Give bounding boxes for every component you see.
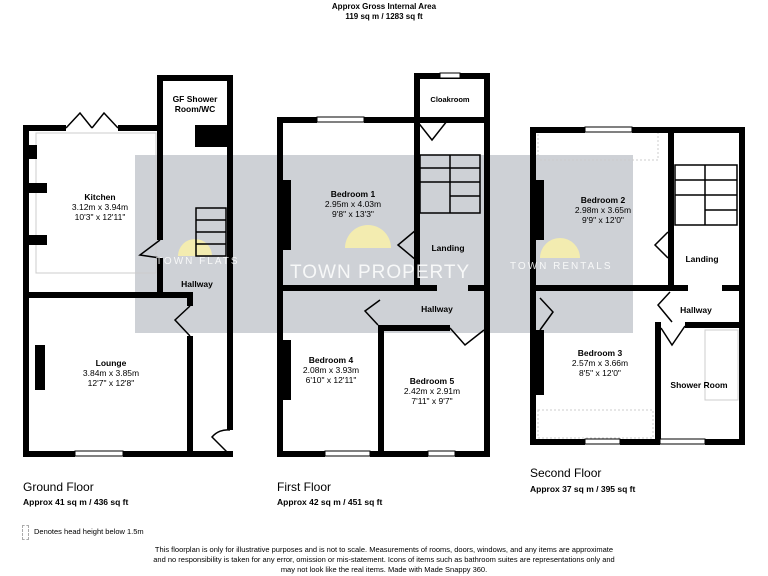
stairs — [195, 154, 738, 257]
walls — [23, 73, 745, 457]
window — [74, 72, 706, 457]
room-landing: Landing — [431, 243, 465, 253]
room-cloakroom: Cloakroom — [430, 95, 470, 104]
room-hallway-first: Hallway — [421, 304, 453, 314]
gross-area-value: 119 sq m / 1283 sq ft — [345, 12, 423, 21]
watermark-town-property: TOWN PROPERTY — [290, 262, 471, 283]
legend-swatch — [22, 525, 29, 540]
floor-title-first: First Floor — [277, 480, 331, 494]
door — [65, 111, 686, 456]
kitchen-worktop — [35, 132, 157, 274]
floor-area-ground: Approx 41 sq m / 436 sq ft — [23, 497, 129, 507]
floor-area-first: Approx 42 sq m / 451 sq ft — [277, 497, 383, 507]
room-gf-shower: GF Shower Room/WC — [172, 94, 218, 114]
room-landing-second: Landing — [685, 254, 719, 264]
room-shower-room: Shower Room — [670, 380, 728, 390]
legend-text: Denotes head height below 1.5m — [34, 527, 144, 536]
watermark-town-flats: TOWN FLATS — [156, 256, 240, 267]
floor-title-second: Second Floor — [530, 466, 602, 480]
watermark-town-rentals: TOWN RENTALS — [510, 261, 613, 272]
bath-icon — [704, 329, 739, 401]
low-headroom-area — [537, 409, 654, 439]
floor-area-second: Approx 37 sq m / 395 sq ft — [530, 484, 636, 494]
room-hallway-second: Hallway — [680, 305, 712, 315]
gross-area-title: Approx Gross Internal Area — [331, 2, 437, 11]
disclaimer: This floorplan is only for illustrative … — [153, 545, 615, 574]
room-hallway: Hallway — [181, 279, 213, 289]
floor-title-ground: Ground Floor — [23, 480, 94, 494]
